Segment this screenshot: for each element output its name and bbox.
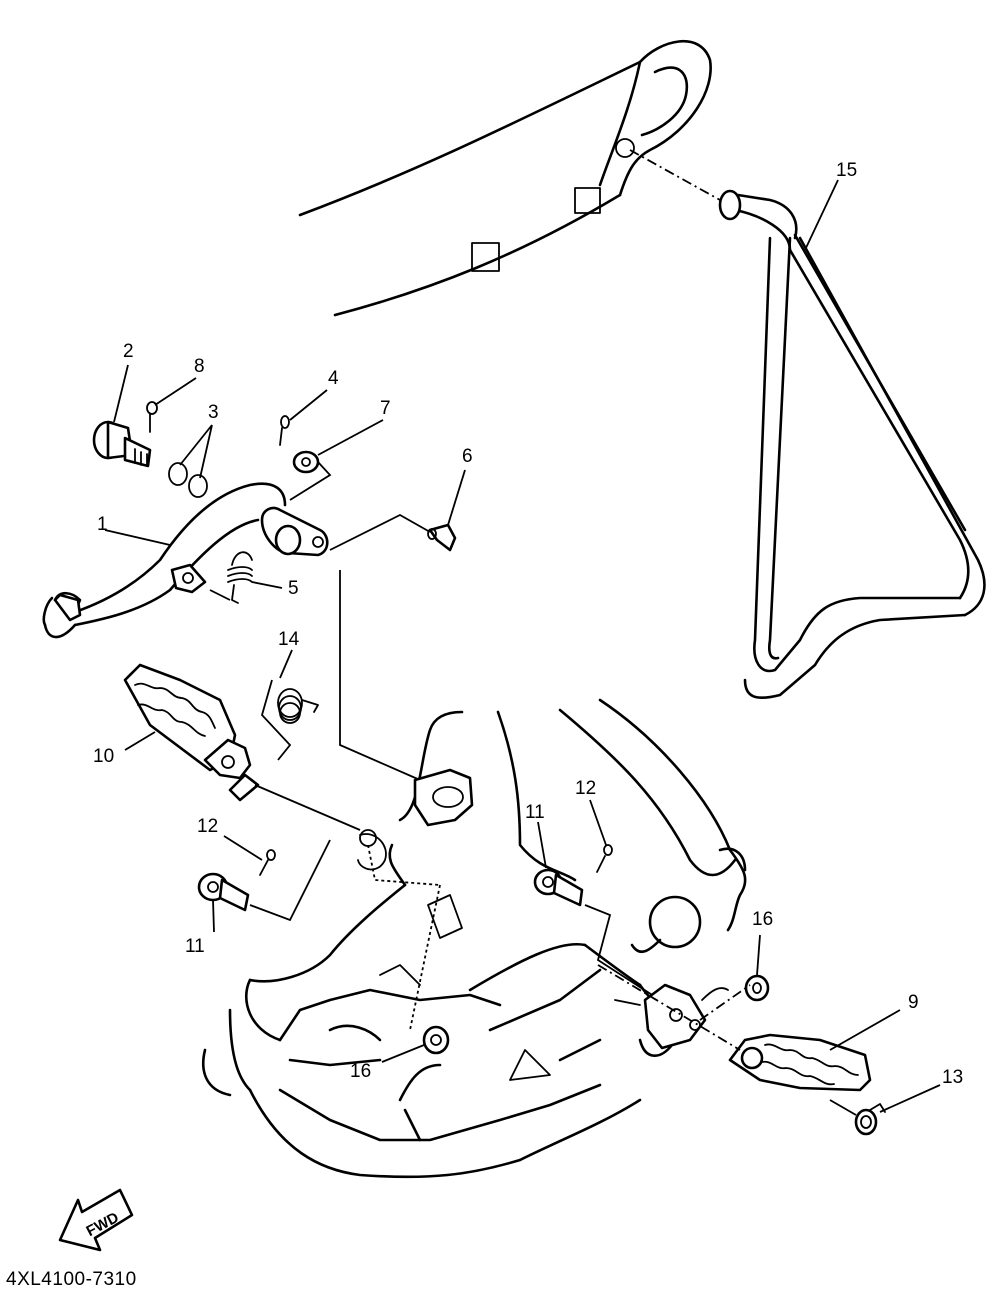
callout-10: 10 [93, 746, 114, 767]
part-7-washer [289, 450, 332, 501]
part-3-o-rings [168, 462, 208, 498]
part-1-brake-pedal [42, 482, 421, 781]
part-5-return-spring [209, 551, 253, 604]
diagram-part-code: 4XL4100-7310 [6, 1269, 137, 1290]
part-13-clip [829, 1099, 886, 1136]
part-4-cotter-pin [279, 415, 290, 446]
part-12-cotter-pin-right [596, 844, 613, 873]
callout-1: 1 [97, 514, 108, 535]
part-9-right-footrest [597, 964, 872, 1092]
callout-4: 4 [328, 368, 339, 389]
callout-9: 9 [908, 992, 919, 1013]
part-16-collar-lower [422, 1025, 450, 1055]
part-16-collar-right [744, 974, 770, 1002]
part-2-pivot-bolt [92, 420, 152, 468]
part-14-footrest-spring [260, 679, 319, 761]
callout-3: 3 [208, 402, 219, 423]
callout-12-right: 12 [575, 778, 596, 799]
part-11-clevis-pin-right [533, 868, 661, 1001]
assembly-guides [367, 844, 441, 1031]
callout-11-right: 11 [525, 802, 545, 823]
part-6-pin [329, 513, 457, 552]
callout-2: 2 [123, 341, 134, 362]
callout-5: 5 [288, 578, 299, 599]
leader-lines [113, 179, 941, 1113]
callout-11-left: 11 [185, 936, 205, 957]
frame-bracket [413, 768, 474, 827]
frame-outline [201, 39, 747, 1179]
callout-16-right: 16 [752, 909, 773, 930]
part-12-cotter-pin-left [259, 849, 276, 876]
part-10-left-footrest [123, 663, 361, 831]
callout-14: 14 [278, 629, 300, 650]
callout-12-left: 12 [197, 816, 218, 837]
fwd-arrow-icon: FWD [58, 1188, 134, 1252]
part-11-clevis-pin-left [197, 839, 331, 922]
part-15-side-stand [629, 149, 986, 700]
callout-16-lower: 16 [350, 1061, 371, 1082]
part-8-cotter-pin [146, 401, 158, 433]
callout-15: 15 [836, 160, 857, 181]
callout-6: 6 [462, 446, 473, 467]
callout-8: 8 [194, 356, 205, 377]
callout-13: 13 [942, 1067, 963, 1088]
callout-7: 7 [380, 398, 391, 419]
